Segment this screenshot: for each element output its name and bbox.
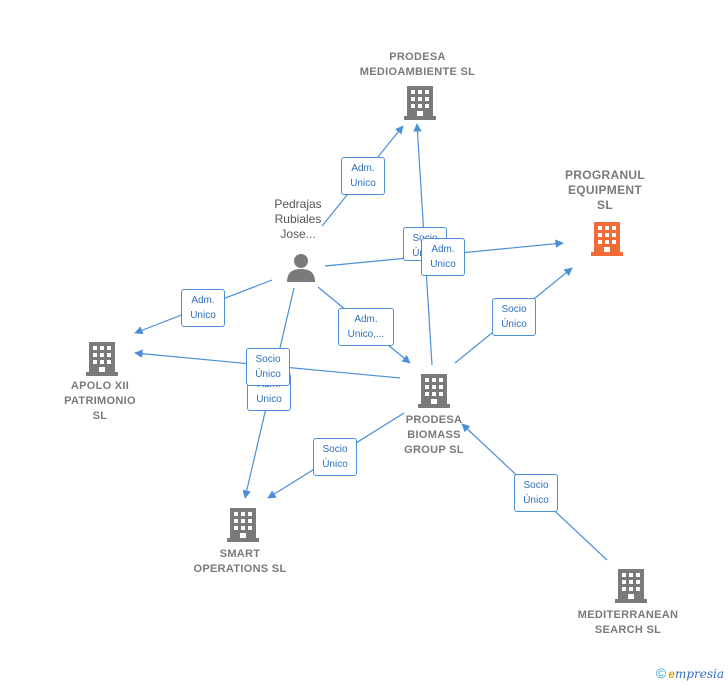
edge-label-person-biomass: Adm.Unico,... xyxy=(338,308,394,346)
node-label-smart-operations[interactable]: SMART OPERATIONS SL xyxy=(193,548,287,575)
building-icon[interactable] xyxy=(418,372,450,408)
building-icon[interactable] xyxy=(86,340,118,376)
node-label-mediterranean-search[interactable]: MEDITERRANEAN SEARCH SL xyxy=(577,609,679,636)
building-icon[interactable] xyxy=(615,567,647,603)
node-label-person[interactable]: Pedrajas Rubiales Jose... xyxy=(274,197,322,241)
copyright-symbol: © xyxy=(655,665,667,681)
node-label-prodesa-biomass[interactable]: PRODESA BIOMASS GROUP SL xyxy=(404,414,464,456)
node-label-progranul-equipment[interactable]: PROGRANUL EQUIPMENT SL xyxy=(564,168,646,212)
building-icon[interactable] xyxy=(227,506,259,542)
node-label-prodesa-medioambiente[interactable]: PRODESA MEDIOAMBIENTE SL xyxy=(359,51,476,78)
edge-label-person-apolo: Adm.Unico xyxy=(181,289,225,327)
building-icon[interactable] xyxy=(591,220,623,256)
brand-initial: e xyxy=(668,667,675,681)
node-label-apolo-xii[interactable]: APOLO XII PATRIMONIO SL xyxy=(64,380,136,422)
brand-name: mpresia xyxy=(674,667,724,681)
building-icon[interactable] xyxy=(404,84,436,120)
edge-label-person-progranul-b: Adm.Unico xyxy=(421,238,465,276)
empresia-logo[interactable]: ©empresia xyxy=(656,665,724,681)
edge-label-person-medioambiente: Adm.Unico xyxy=(341,157,385,195)
person-icon[interactable] xyxy=(286,252,316,282)
